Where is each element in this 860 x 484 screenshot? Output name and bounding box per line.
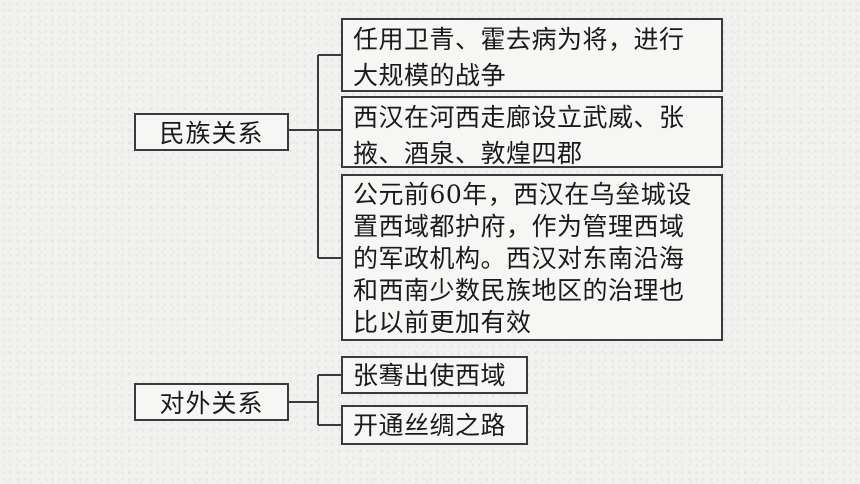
- category-label: 对外关系: [159, 389, 264, 418]
- item-line: 张骞出使西域: [353, 361, 507, 390]
- item-western-regions-protectorate: 公元前60年，西汉在乌垒城设 置西域都护府，作为管理西域 的军政机构。西汉对东南…: [341, 174, 723, 341]
- item-zhang-qian-mission: 张骞出使西域: [341, 356, 528, 394]
- item-line: 公元前60年，西汉在乌垒城设: [353, 180, 692, 209]
- category-label: 民族关系: [159, 119, 264, 148]
- item-wei-qing-huo-qubing: 任用卫青、霍去病为将，进行 大规模的战争: [341, 18, 723, 92]
- item-line: 和西南少数民族地区的治理也: [353, 276, 685, 305]
- item-silk-road: 开通丝绸之路: [341, 405, 528, 445]
- item-line: 任用卫青、霍去病为将，进行: [353, 25, 685, 54]
- item-line: 西汉在河西走廊设立武威、张: [353, 103, 685, 132]
- item-line: 置西域都护府，作为管理西域: [353, 212, 685, 241]
- item-line: 大规模的战争: [353, 61, 507, 90]
- item-line: 掖、酒泉、敦煌四郡: [353, 139, 583, 168]
- item-hexi-four-commanderies: 西汉在河西走廊设立武威、张 掖、酒泉、敦煌四郡: [341, 96, 723, 168]
- item-line: 开通丝绸之路: [353, 411, 507, 440]
- category-ethnic-relations: 民族关系: [134, 113, 289, 151]
- category-foreign-relations: 对外关系: [134, 383, 289, 421]
- item-line: 的军政机构。西汉对东南沿海: [353, 244, 685, 273]
- item-line: 比以前更加有效: [353, 308, 532, 337]
